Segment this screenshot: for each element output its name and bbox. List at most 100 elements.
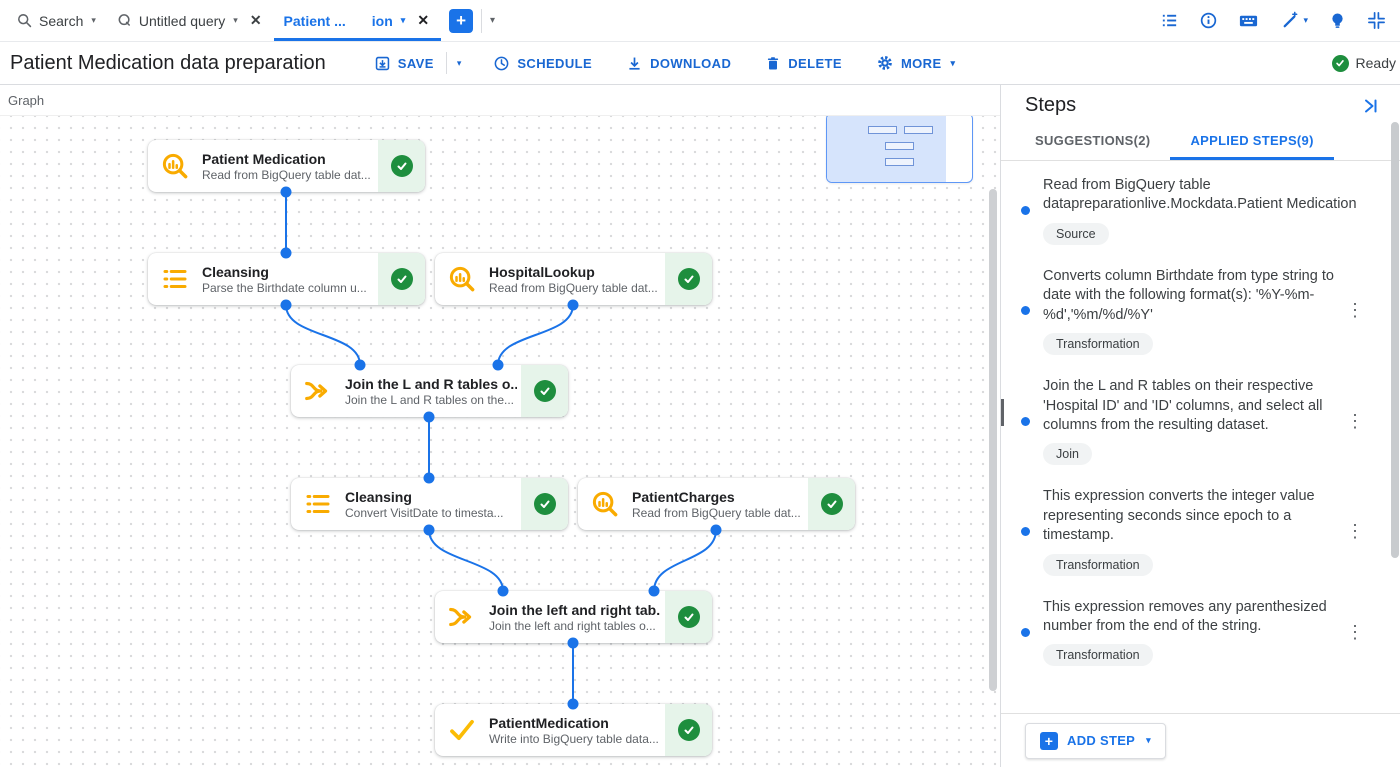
- graph-pane: Graph Patient Medication Read from BigQu…: [0, 85, 1000, 767]
- success-check-icon: [677, 719, 700, 741]
- node-status-success: [665, 704, 712, 756]
- graph-node-cleansing-visitdate[interactable]: Cleansing Convert VisitDate to timesta..…: [291, 478, 568, 530]
- graph-node-patient-medication[interactable]: Patient Medication Read from BigQuery ta…: [148, 140, 425, 192]
- info-icon[interactable]: [1199, 11, 1218, 30]
- success-check-icon: [390, 268, 413, 290]
- tabbar-right-icons: ▾: [1160, 0, 1400, 41]
- plus-icon: +: [1040, 731, 1058, 750]
- tab-patient-label-end: ion: [371, 12, 393, 29]
- save-button-label: SAVE: [397, 55, 434, 71]
- success-check-icon: [533, 380, 556, 402]
- lightbulb-icon[interactable]: [1328, 11, 1347, 30]
- step-overflow-menu-icon[interactable]: ⋮: [1346, 621, 1364, 642]
- download-button[interactable]: DOWNLOAD: [616, 45, 741, 81]
- minimap-node: [885, 158, 914, 166]
- download-icon: [629, 57, 640, 70]
- step-item-source[interactable]: Read from BigQuery table datapreparation…: [1021, 176, 1366, 245]
- schedule-button-label: SCHEDULE: [517, 55, 593, 71]
- new-tab-button[interactable]: +: [449, 8, 474, 33]
- graph-toolbar: Graph: [0, 85, 1000, 115]
- keyboard-icon[interactable]: [1238, 10, 1259, 31]
- minimap-node: [885, 142, 914, 150]
- node-title: Join the L and R tables o...: [345, 375, 517, 392]
- graph-node-join-l-r[interactable]: Join the L and R tables o... Join the L …: [291, 365, 568, 417]
- tab-suggestions[interactable]: SUGGESTIONS(2): [1035, 133, 1151, 148]
- graph-vertical-scrollbar[interactable]: [989, 189, 997, 691]
- delete-button[interactable]: DELETE: [755, 45, 852, 81]
- chevron-down-icon: ▾: [950, 57, 956, 68]
- tab-patient-medication[interactable]: Patient ... ion ▾ ✕: [274, 0, 442, 41]
- graph-node-patient-medication-output[interactable]: PatientMedication Write into BigQuery ta…: [435, 704, 712, 756]
- list-icon[interactable]: [1160, 11, 1179, 30]
- bigquery-source-icon: [148, 151, 202, 181]
- save-dropdown-chevron-icon[interactable]: ▾: [456, 57, 462, 68]
- node-status-success: [521, 478, 568, 530]
- graph-label: Graph: [8, 92, 45, 108]
- output-check-icon: [435, 715, 489, 745]
- cleansing-list-icon: [291, 489, 345, 519]
- clock-icon: [494, 56, 509, 70]
- step-text: Join the L and R tables on their respect…: [1043, 378, 1323, 433]
- graph-node-cleansing-birthdate[interactable]: Cleansing Parse the Birthdate column u..…: [148, 253, 425, 305]
- graph-canvas[interactable]: Patient Medication Read from BigQuery ta…: [0, 115, 1000, 767]
- step-text: This expression removes any parenthesize…: [1043, 598, 1327, 635]
- success-check-icon: [390, 155, 413, 177]
- steps-vertical-scrollbar[interactable]: [1391, 122, 1399, 558]
- node-status-success: [521, 365, 568, 417]
- chevron-down-icon: ▾: [233, 15, 238, 25]
- graph-node-patient-charges[interactable]: PatientCharges Read from BigQuery table …: [578, 478, 855, 530]
- tab-untitled-query-label: Untitled query: [138, 12, 226, 29]
- close-icon[interactable]: ✕: [417, 12, 430, 28]
- chevron-down-icon: ▾: [91, 15, 96, 25]
- step-item-convert-birthdate[interactable]: Converts column Birthdate from type stri…: [1021, 267, 1366, 356]
- step-type-badge: Source: [1043, 222, 1109, 245]
- close-icon[interactable]: ✕: [249, 12, 262, 28]
- step-overflow-menu-icon[interactable]: ⋮: [1346, 300, 1364, 321]
- join-arrow-icon: [435, 602, 489, 632]
- node-subtitle: Read from BigQuery table dat...: [632, 505, 801, 520]
- graph-node-join-left-right[interactable]: Join the left and right tab... Join the …: [435, 591, 712, 643]
- graph-minimap[interactable]: [826, 116, 973, 183]
- node-subtitle: Join the L and R tables on the...: [345, 392, 515, 407]
- tab-applied-steps[interactable]: APPLIED STEPS(9): [1170, 123, 1333, 160]
- bigquery-source-icon: [578, 489, 632, 519]
- success-check-icon: [533, 493, 556, 515]
- node-title: Cleansing: [202, 263, 269, 280]
- magic-pen-icon[interactable]: ▾: [1279, 10, 1308, 31]
- tab-search[interactable]: Search ▾: [6, 0, 106, 41]
- step-item-epoch-timestamp[interactable]: This expression converts the integer val…: [1021, 487, 1366, 576]
- chevron-down-icon: ▾: [1146, 735, 1151, 745]
- node-title: Join the left and right tab...: [489, 601, 661, 618]
- schedule-button[interactable]: SCHEDULE: [483, 45, 602, 81]
- more-button-label: MORE: [900, 55, 942, 71]
- save-split-divider: [445, 52, 447, 74]
- node-subtitle: Convert VisitDate to timesta...: [345, 505, 504, 520]
- step-item-remove-parenthesized[interactable]: This expression removes any parenthesize…: [1021, 598, 1366, 667]
- step-item-join[interactable]: Join the L and R tables on their respect…: [1001, 377, 1366, 466]
- steps-title: Steps: [1025, 94, 1077, 116]
- minimap-node: [904, 126, 933, 134]
- step-dot-icon: [1021, 527, 1030, 536]
- step-overflow-menu-icon[interactable]: ⋮: [1346, 410, 1364, 431]
- tab-overflow-chevron-icon[interactable]: ▾: [490, 15, 496, 26]
- more-button[interactable]: MORE ▾: [866, 45, 966, 81]
- node-status-success: [665, 591, 712, 643]
- step-text: Read from BigQuery table datapreparation…: [1043, 177, 1357, 213]
- add-step-label: ADD STEP: [1067, 733, 1136, 748]
- step-type-badge: Join: [1043, 443, 1092, 466]
- node-subtitle: Read from BigQuery table dat...: [202, 167, 371, 182]
- step-type-badge: Transformation: [1043, 333, 1153, 356]
- tab-untitled-query[interactable]: Untitled query ▾ ✕: [106, 0, 274, 41]
- top-tab-bar: Search ▾ Untitled query ▾ ✕ Patient ... …: [0, 0, 1400, 42]
- download-button-label: DOWNLOAD: [650, 55, 732, 71]
- compress-icon[interactable]: [1367, 11, 1386, 30]
- collapse-panel-icon[interactable]: [1362, 97, 1380, 115]
- graph-node-hospital-lookup[interactable]: HospitalLookup Read from BigQuery table …: [435, 253, 712, 305]
- save-button[interactable]: SAVE: [364, 45, 444, 81]
- node-status-success: [665, 253, 712, 305]
- step-text: Converts column Birthdate from type stri…: [1043, 267, 1334, 323]
- step-overflow-menu-icon[interactable]: ⋮: [1346, 521, 1364, 541]
- steps-footer: + ADD STEP ▾: [1001, 713, 1400, 767]
- add-step-button[interactable]: + ADD STEP ▾: [1025, 722, 1166, 759]
